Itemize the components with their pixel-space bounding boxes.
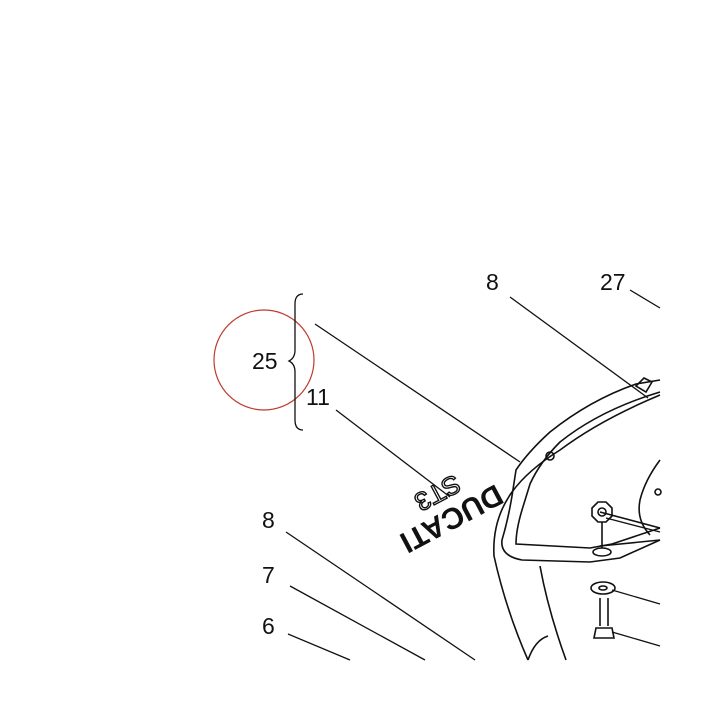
callout-27: 27: [600, 269, 626, 295]
leader-line-27: [629, 289, 661, 309]
group-brace: [287, 293, 304, 431]
callout-6: 6: [262, 613, 275, 639]
fairing-lower-line: [527, 635, 549, 661]
fairing-body: [493, 394, 661, 661]
leader-line-8-left: [285, 531, 476, 661]
leader-line-11: [335, 409, 451, 498]
washer: [590, 581, 616, 595]
fairing-hole: [654, 488, 662, 496]
bolt: [593, 598, 615, 639]
fairing-curve-right: [638, 459, 661, 536]
leader-line-25: [314, 323, 521, 463]
leader-line-washer: [611, 589, 661, 605]
leader-line-7: [289, 585, 426, 661]
mounting-bracket-inner: [515, 391, 661, 549]
leader-line-nut: [605, 517, 661, 533]
leader-line-bolt: [611, 631, 661, 647]
nut: [591, 501, 613, 557]
callout-8-left: 8: [262, 507, 275, 533]
callout-8-top: 8: [486, 269, 499, 295]
leader-line-8-top: [509, 296, 649, 399]
mounting-bracket: [501, 379, 661, 563]
callout-11: 11: [306, 384, 330, 410]
highlight-circle: [213, 309, 315, 411]
leader-line-6: [287, 633, 351, 661]
bracket-clip: [634, 377, 654, 394]
bracket-tab: [599, 511, 661, 547]
callout-7: 7: [262, 562, 275, 588]
fairing-inner-edge: [539, 565, 567, 661]
bracket-hole: [545, 451, 555, 461]
callout-25: 25: [252, 348, 278, 374]
